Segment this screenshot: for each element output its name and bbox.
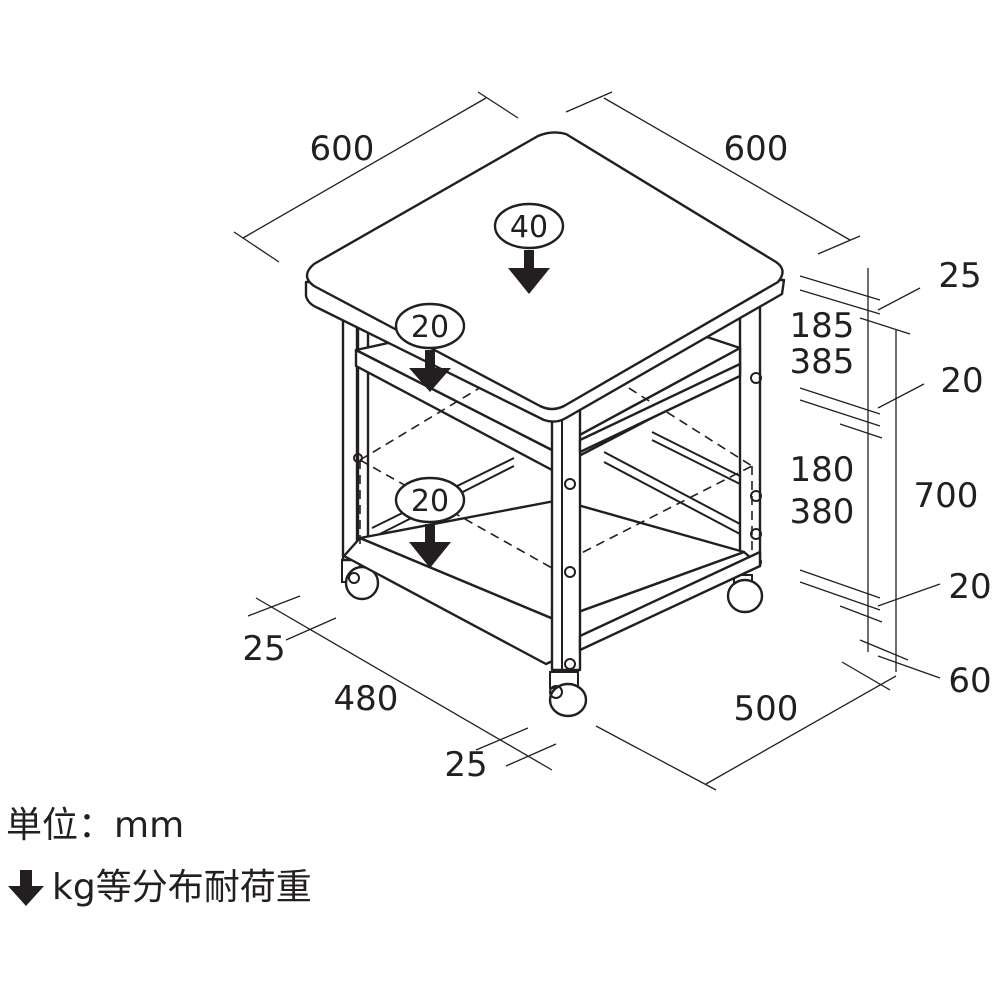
load-indicator-bottom: 20 [394,476,466,568]
dim-top-thickness: 25 [938,256,981,296]
dim-lower-gap-b: 380 [790,492,855,532]
dim-shelf-thickness-upper: 20 [940,361,983,401]
load-indicator-top: 40 [493,202,565,294]
load-legend-text: kg等分布耐荷重 [52,867,312,908]
load-legend: kg等分布耐荷重 [6,868,312,908]
caster-back-left [341,559,380,601]
dim-leg-width-left: 25 [242,629,285,669]
dim-top-width: 600 [310,129,375,169]
top-depth-dimension-line [565,91,861,255]
dim-upper-gap-b: 385 [790,342,855,382]
load-value-bottom: 20 [411,484,449,519]
load-value-middle: 20 [411,310,449,345]
dim-caster-height: 60 [948,661,991,701]
caster-back-right [726,574,764,614]
height-dimension-lines [799,268,941,679]
dim-shelf-thickness-lower: 20 [948,567,991,607]
dim-inner-width: 480 [334,679,399,719]
dim-total-height: 700 [914,476,979,516]
caster-front [548,671,588,718]
top-width-dimension-line [233,91,519,263]
dim-base-depth: 500 [734,689,799,729]
dim-leg-width-right: 25 [444,745,487,785]
dim-lower-gap-a: 180 [790,450,855,490]
dim-upper-gap-a: 185 [790,306,855,346]
units-note: 単位：mm [6,805,185,846]
dim-top-depth: 600 [724,129,789,169]
width-dimension-lines [247,595,897,791]
down-arrow-icon [8,870,44,906]
load-value-top: 40 [510,210,548,245]
load-indicator-middle: 20 [394,302,466,392]
cart-frame-back [341,294,762,562]
